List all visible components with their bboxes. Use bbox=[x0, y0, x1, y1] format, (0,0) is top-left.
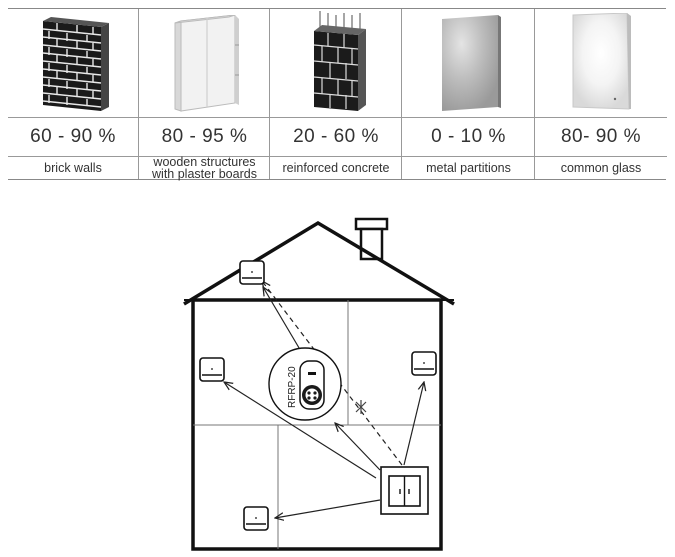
receiver-device-left bbox=[199, 357, 225, 382]
signal-path-line bbox=[263, 287, 306, 359]
repeater-rfrp20: RFRP-20 bbox=[268, 347, 342, 421]
house-roof bbox=[183, 217, 455, 306]
reinforced-concrete-icon bbox=[313, 11, 366, 111]
brick-wall-icon bbox=[42, 17, 109, 111]
penetration-percent: 0 - 10 % bbox=[402, 117, 535, 157]
penetration-percent: 80 - 95 % bbox=[139, 117, 270, 157]
blocked-signal-mark bbox=[355, 400, 367, 414]
wall-switch-transmitter bbox=[380, 466, 429, 515]
material-column-brick: 60 - 90 % brick walls bbox=[8, 9, 138, 179]
penetration-percent: 60 - 90 % bbox=[8, 117, 138, 157]
material-column-metal: 0 - 10 % metal partitions bbox=[401, 9, 535, 179]
metal-partition-icon bbox=[442, 15, 501, 111]
signal-penetration-table: 60 - 90 % brick walls 80 - 95 % wooden s… bbox=[8, 8, 667, 181]
signal-path-line bbox=[403, 382, 424, 466]
material-column-glass: 80- 90 % common glass bbox=[534, 9, 667, 179]
penetration-percent: 80- 90 % bbox=[535, 117, 667, 157]
signal-path-line bbox=[275, 499, 381, 518]
reinforced-concrete-image bbox=[270, 9, 402, 115]
material-label: reinforced concrete bbox=[282, 160, 390, 175]
signal-paths bbox=[224, 281, 424, 518]
house-walls bbox=[184, 298, 454, 551]
glass-pane-icon bbox=[572, 13, 631, 110]
glass-pane-image bbox=[535, 9, 667, 115]
plaster-board-icon bbox=[174, 15, 239, 112]
material-column-concrete: 20 - 60 % reinforced concrete bbox=[269, 9, 402, 179]
material-label: brick walls bbox=[44, 160, 102, 175]
penetration-percent: 20 - 60 % bbox=[270, 117, 402, 157]
receiver-device-top bbox=[239, 260, 265, 285]
plaster-board-image bbox=[139, 9, 270, 115]
signal-path-line bbox=[224, 382, 377, 479]
blocked-signal-line bbox=[262, 281, 403, 466]
repeater-label: RFRP-20 bbox=[287, 366, 298, 408]
receiver-device-bottom bbox=[243, 506, 269, 531]
material-label: common glass bbox=[560, 160, 642, 175]
metal-partition-image bbox=[402, 9, 535, 115]
receiver-device-right bbox=[411, 351, 437, 376]
brick-wall-image bbox=[8, 9, 138, 115]
material-label: metal partitions bbox=[426, 160, 511, 175]
signal-path-line bbox=[335, 423, 381, 471]
